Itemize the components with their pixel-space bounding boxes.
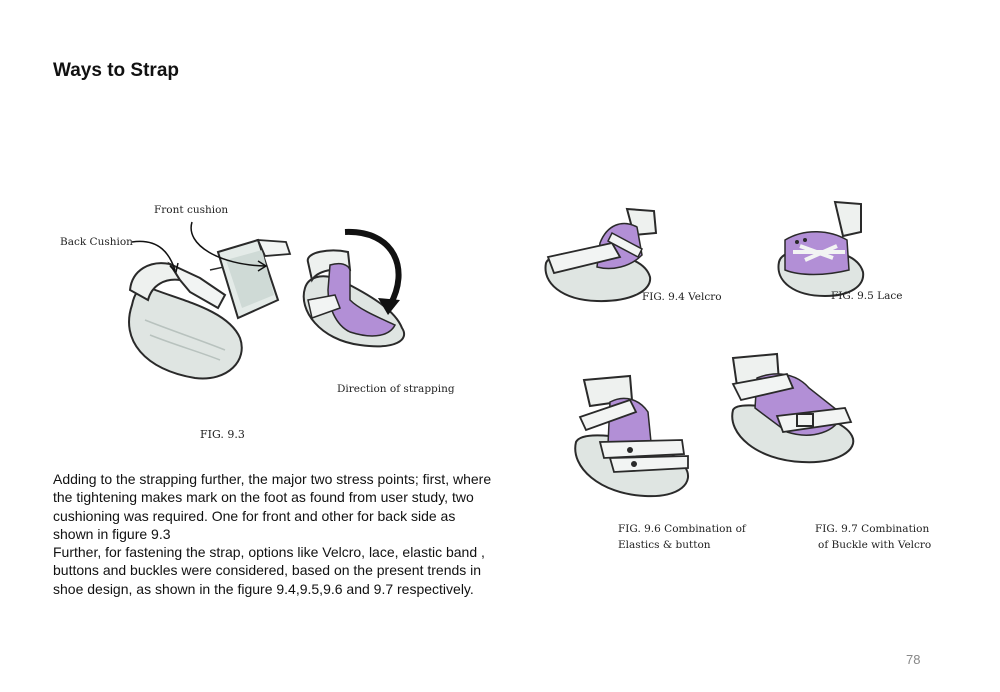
page-title: Ways to Strap (53, 60, 179, 81)
caption-fig-9-4: FIG. 9.4 Velcro (642, 291, 722, 303)
label-direction-of-strapping: Direction of strapping (337, 383, 455, 395)
purple-strap (327, 262, 397, 337)
body-paragraph-2: Further, for fastening the strap, option… (53, 544, 485, 597)
label-back-cushion: Back Cushion (60, 236, 133, 248)
figure-9-3-illustration (128, 221, 405, 380)
body-text: Adding to the strapping further, the maj… (53, 470, 493, 598)
caption-fig-9-6-line2: Elastics & button (618, 539, 711, 551)
caption-fig-9-3: FIG. 9.3 (200, 428, 245, 441)
caption-fig-9-7-line2: of Buckle with Velcro (818, 539, 932, 551)
back-cushion-sole (128, 286, 243, 380)
caption-fig-9-6-line1: FIG. 9.6 Combination of (618, 523, 746, 535)
figure-9-4-illustration (544, 207, 658, 303)
figure-9-7-illustration (731, 352, 855, 464)
caption-fig-9-7-line1: FIG. 9.7 Combination (815, 523, 930, 535)
figure-9-6-illustration (574, 374, 690, 498)
label-front-cushion: Front cushion (154, 204, 229, 216)
page-number: 78 (906, 652, 921, 667)
direction-arrow (344, 228, 402, 307)
caption-fig-9-5: FIG. 9.5 Lace (831, 290, 903, 302)
figure-9-5-illustration (777, 200, 865, 298)
body-paragraph-1: Adding to the strapping further, the maj… (53, 471, 492, 542)
